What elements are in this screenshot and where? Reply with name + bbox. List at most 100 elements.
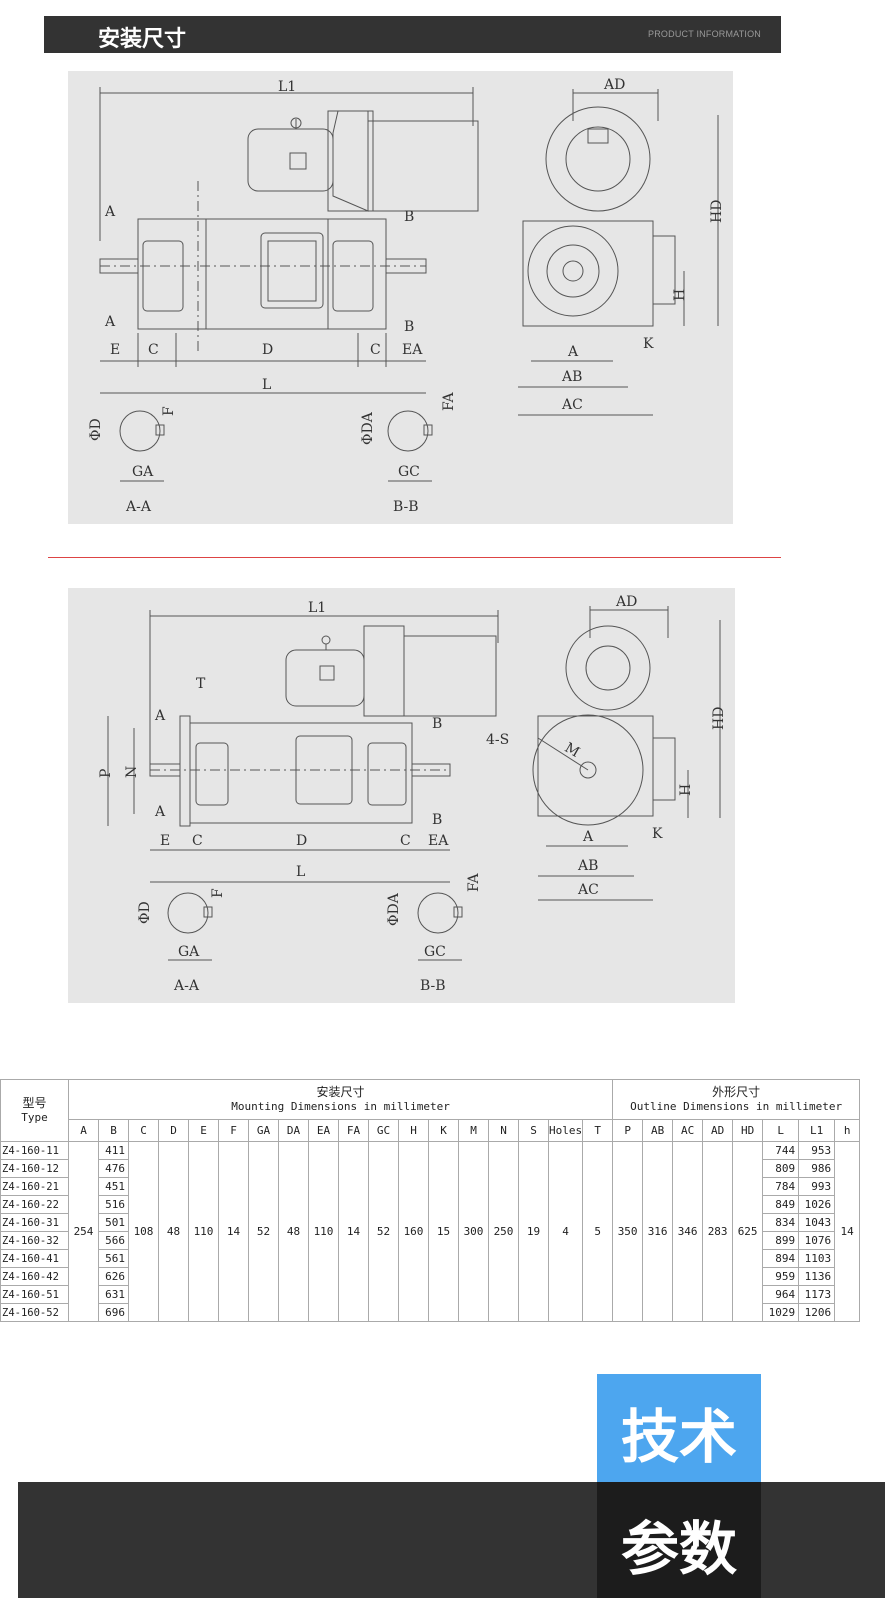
type-cell: Z4-160-12 xyxy=(0,1159,69,1178)
cell-L1: 1103 xyxy=(798,1249,836,1268)
cell-E: 110 xyxy=(188,1141,219,1322)
cell-F: 14 xyxy=(218,1141,249,1322)
svg-text:EA: EA xyxy=(428,833,449,849)
cell-L: 894 xyxy=(762,1249,800,1268)
svg-text:C: C xyxy=(370,342,381,358)
svg-text:GC: GC xyxy=(398,464,420,480)
svg-text:A-A: A-A xyxy=(125,499,152,515)
svg-text:F: F xyxy=(161,406,177,416)
type-header-en: Type xyxy=(21,1111,48,1124)
column-header: HD xyxy=(732,1119,764,1142)
svg-text:AC: AC xyxy=(577,882,599,898)
svg-text:ΦDA: ΦDA xyxy=(360,411,376,445)
svg-text:A: A xyxy=(154,708,166,724)
svg-text:E: E xyxy=(110,342,120,358)
column-header: N xyxy=(488,1119,519,1142)
cell-C: 108 xyxy=(128,1141,159,1322)
cell-P: 350 xyxy=(612,1141,644,1322)
cell-L: 784 xyxy=(762,1177,800,1196)
column-header: DA xyxy=(278,1119,309,1142)
svg-text:H: H xyxy=(678,784,694,796)
svg-text:K: K xyxy=(652,826,663,842)
svg-text:C: C xyxy=(192,833,203,849)
cell-B: 626 xyxy=(98,1267,129,1286)
svg-text:L: L xyxy=(296,864,305,880)
cell-L: 744 xyxy=(762,1141,800,1160)
column-header: AD xyxy=(702,1119,734,1142)
svg-text:A: A xyxy=(104,314,116,330)
column-header: P xyxy=(612,1119,644,1142)
svg-text:GA: GA xyxy=(178,944,200,960)
type-cell: Z4-160-21 xyxy=(0,1177,69,1196)
cell-L1: 993 xyxy=(798,1177,836,1196)
cell-L: 809 xyxy=(762,1159,800,1178)
cell-DA: 48 xyxy=(278,1141,309,1322)
column-header: L1 xyxy=(798,1119,836,1142)
cell-B: 516 xyxy=(98,1195,129,1214)
cell-H: 160 xyxy=(398,1141,429,1322)
svg-text:L1: L1 xyxy=(308,600,326,616)
column-header: Holes xyxy=(547,1119,584,1142)
type-cell: Z4-160-32 xyxy=(0,1231,69,1250)
svg-text:C: C xyxy=(400,833,411,849)
cell-S: 19 xyxy=(518,1141,549,1322)
column-header: D xyxy=(158,1119,189,1142)
svg-text:T: T xyxy=(196,676,206,692)
column-header: S xyxy=(518,1119,549,1142)
svg-text:AD: AD xyxy=(603,77,625,93)
cell-AC: 346 xyxy=(672,1141,704,1322)
cell-GA: 52 xyxy=(248,1141,279,1322)
svg-text:B: B xyxy=(432,812,442,828)
column-header: EA xyxy=(308,1119,339,1142)
cell-AB: 316 xyxy=(642,1141,674,1322)
cell-L: 849 xyxy=(762,1195,800,1214)
column-header: T xyxy=(582,1119,614,1142)
cell-L1: 1026 xyxy=(798,1195,836,1214)
cell-HD: 625 xyxy=(732,1141,764,1322)
column-header: FA xyxy=(338,1119,369,1142)
column-header: AC xyxy=(672,1119,704,1142)
section-subtitle: PRODUCT INFORMATION xyxy=(648,29,761,39)
footer-line1: 技术 xyxy=(620,1403,737,1471)
cell-L: 1029 xyxy=(762,1303,800,1322)
cell-L1: 953 xyxy=(798,1141,836,1160)
svg-text:4-S: 4-S xyxy=(486,732,509,748)
cell-B: 631 xyxy=(98,1285,129,1304)
svg-text:C: C xyxy=(148,342,159,358)
cell-h: 14 xyxy=(834,1141,861,1322)
column-header: F xyxy=(218,1119,249,1142)
svg-text:P: P xyxy=(98,769,114,778)
column-header: E xyxy=(188,1119,219,1142)
svg-text:HD: HD xyxy=(709,200,725,223)
type-cell: Z4-160-11 xyxy=(0,1141,69,1160)
column-header: H xyxy=(398,1119,429,1142)
svg-text:E: E xyxy=(160,833,170,849)
svg-text:HD: HD xyxy=(711,707,727,730)
svg-text:H: H xyxy=(672,289,688,301)
column-header: C xyxy=(128,1119,159,1142)
type-cell: Z4-160-51 xyxy=(0,1285,69,1304)
outline-header-en: Outline Dimensions in millimeter xyxy=(630,1100,843,1113)
svg-text:GA: GA xyxy=(132,464,154,480)
svg-text:FA: FA xyxy=(441,392,457,411)
cell-FA: 14 xyxy=(338,1141,369,1322)
svg-text:B: B xyxy=(432,716,442,732)
footer-dark-box: 参数 xyxy=(597,1482,761,1598)
cell-M: 300 xyxy=(458,1141,489,1322)
mounting-diagram-foot: L1 A A B B E C D C EA L ΦD F GA A-A ΦDA … xyxy=(68,71,733,524)
footer-line2: 参数 xyxy=(620,1515,737,1583)
cell-L: 964 xyxy=(762,1285,800,1304)
cell-B: 501 xyxy=(98,1213,129,1232)
cell-AD: 283 xyxy=(702,1141,734,1322)
svg-text:B-B: B-B xyxy=(420,978,446,994)
svg-text:ΦD: ΦD xyxy=(137,901,153,924)
column-header: K xyxy=(428,1119,459,1142)
svg-text:B: B xyxy=(404,209,414,225)
